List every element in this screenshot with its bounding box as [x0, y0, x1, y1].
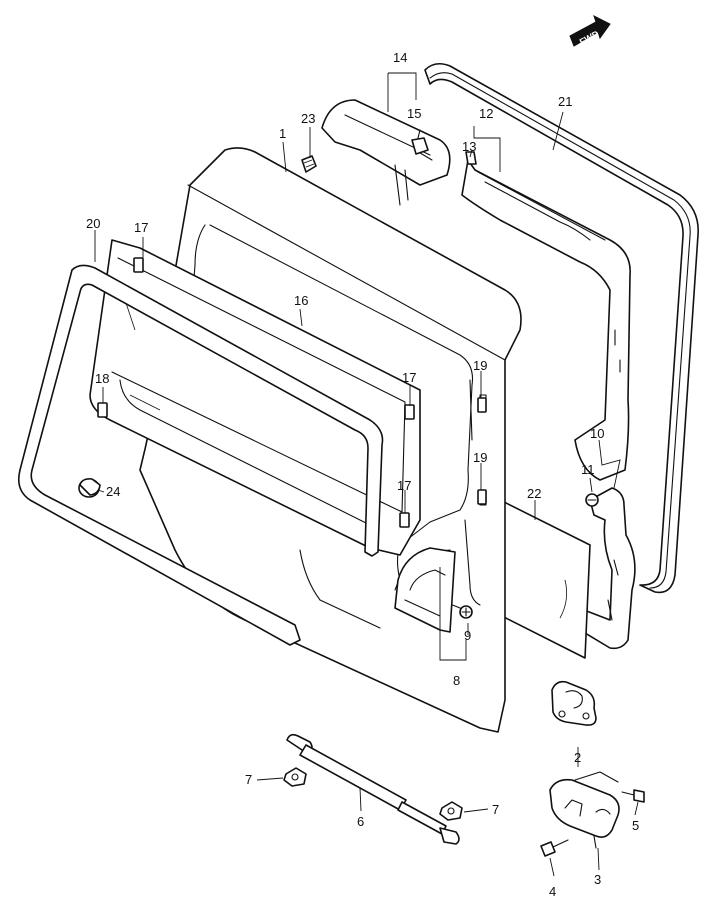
clip-15: [411, 137, 429, 155]
clip-17-c: [399, 512, 410, 528]
leader-lines: [94, 72, 639, 877]
callout-7-right: 7: [492, 802, 499, 817]
clip-17-a: [133, 257, 144, 273]
clip-17-b: [404, 404, 415, 420]
callout-5: 5: [632, 818, 639, 833]
callout-19-b: 19: [473, 450, 487, 465]
part-12-inner-trim: [461, 159, 631, 481]
callout-labels: 1 2 3 4 5 6 7 7 8 9 10 11 12 13 14 15 16…: [86, 50, 639, 899]
clip-19-a: [477, 397, 487, 413]
callout-1: 1: [279, 126, 286, 141]
part-20-glass-weatherstrip: [17, 264, 384, 646]
nut-7-right: [439, 801, 463, 821]
callout-13: 13: [462, 139, 476, 154]
bolt-4: [540, 839, 569, 857]
bolt-9: [459, 605, 473, 619]
callout-12: 12: [479, 106, 493, 121]
forward-arrow-icon: FWD: [569, 15, 611, 47]
callout-17-c: 17: [397, 478, 411, 493]
callout-11: 11: [581, 462, 595, 477]
bumper-24: [78, 478, 101, 498]
callout-17-b: 17: [402, 370, 416, 385]
clip-19-b: [477, 489, 487, 505]
part-10-side-trim: [579, 487, 636, 650]
bumper-23: [301, 155, 317, 173]
callout-17-a: 17: [134, 220, 148, 235]
hinge-2: [551, 680, 597, 726]
bolt-11: [585, 493, 599, 507]
callout-23: 23: [301, 111, 315, 126]
callout-24: 24: [106, 484, 120, 499]
callout-3: 3: [594, 872, 601, 887]
clip-18: [97, 402, 108, 418]
callout-10: 10: [590, 426, 604, 441]
callout-21: 21: [558, 94, 572, 109]
part-21-weatherstrip: [424, 62, 699, 594]
callout-16: 16: [294, 293, 308, 308]
callout-4: 4: [549, 884, 556, 899]
callout-9: 9: [464, 628, 471, 643]
callout-18: 18: [95, 371, 109, 386]
callout-8: 8: [453, 673, 460, 688]
nut-7-left: [283, 767, 307, 787]
callout-6: 6: [357, 814, 364, 829]
callout-22: 22: [527, 486, 541, 501]
callout-2: 2: [574, 750, 581, 765]
gas-strut-6: [286, 733, 460, 845]
callout-15: 15: [407, 106, 421, 121]
bolt-5: [621, 789, 645, 803]
callout-7-left: 7: [245, 772, 252, 787]
callout-14: 14: [393, 50, 407, 65]
part-14-upper-trim: [321, 99, 451, 206]
hinge-3: [549, 771, 620, 849]
callout-20: 20: [86, 216, 100, 231]
callout-19-a: 19: [473, 358, 487, 373]
